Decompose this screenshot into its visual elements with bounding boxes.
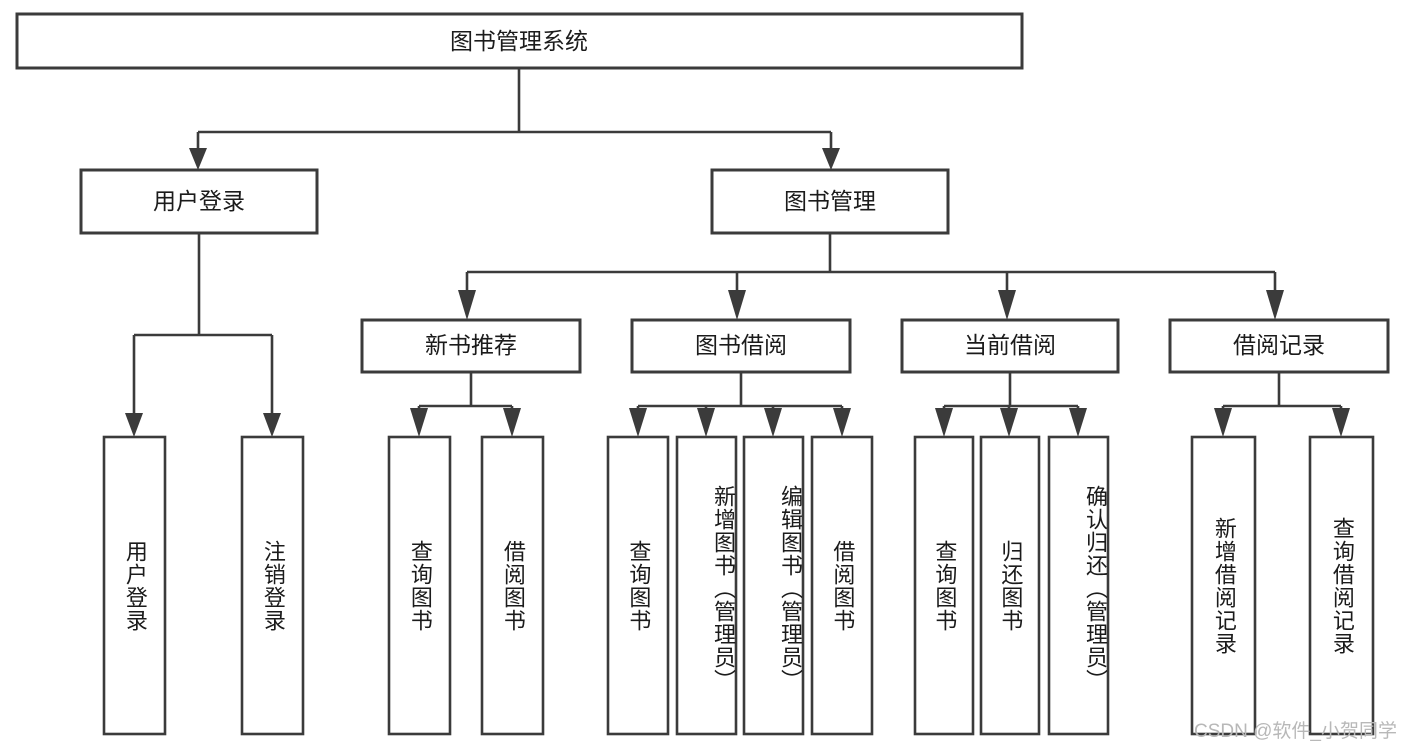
leaf-box-cb-confirm[interactable]	[1047, 435, 1110, 736]
node-new-book-box[interactable]	[360, 318, 582, 374]
arrow-to-leaf-user-login	[125, 413, 143, 437]
arrow-to-borrow-record	[1266, 290, 1284, 320]
leaf-box-bb-edit[interactable]	[742, 435, 805, 736]
arrow-to-leaf-br-add	[1214, 408, 1232, 437]
leaf-box-bb-borrow[interactable]	[810, 435, 874, 736]
node-book-borrow-box[interactable]	[630, 318, 852, 374]
node-current-borrow-box[interactable]	[900, 318, 1120, 374]
arrow-to-new-book	[458, 290, 476, 320]
leaf-box-bb-add[interactable]	[675, 435, 738, 736]
leaf-box-newbook-query[interactable]	[387, 435, 452, 736]
arrow-to-leaf-cb-return	[1000, 408, 1018, 437]
arrow-to-leaf-bb-borrow	[833, 408, 851, 437]
leaf-box-user-login[interactable]	[102, 435, 167, 736]
node-book-borrow-label: 图书借阅	[695, 332, 787, 358]
arrow-to-book-borrow	[728, 290, 746, 320]
leaf-box-bb-query[interactable]	[606, 435, 670, 736]
leaf-box-newbook-borrow[interactable]	[480, 435, 545, 736]
arrow-to-leaf-br-query	[1332, 408, 1350, 437]
node-root-box[interactable]	[15, 12, 1024, 70]
node-current-borrow-label: 当前借阅	[964, 332, 1056, 358]
csdn-watermark: CSDN @软件_小贺同学	[1194, 721, 1397, 742]
arrow-to-leaf-newbook-borrow	[503, 408, 521, 437]
node-user-login-label: 用户登录	[153, 188, 245, 214]
arrow-to-current-borrow	[998, 290, 1016, 320]
arrow-to-leaf-cb-query	[935, 408, 953, 437]
leaf-box-cb-query[interactable]	[913, 435, 975, 736]
arrow-to-leaf-bb-add	[697, 408, 715, 437]
arrow-to-book-manage	[822, 148, 840, 170]
arrow-to-leaf-logout	[263, 413, 281, 437]
arrow-to-leaf-newbook-query	[410, 408, 428, 437]
node-borrow-record-label: 借阅记录	[1233, 332, 1325, 358]
node-book-manage-label: 图书管理	[784, 188, 876, 214]
arrow-to-leaf-bb-query	[629, 408, 647, 437]
leaf-box-br-query[interactable]	[1308, 435, 1375, 736]
leaf-box-br-add[interactable]	[1190, 435, 1257, 736]
node-borrow-record-box[interactable]	[1168, 318, 1390, 374]
leaf-box-cb-return[interactable]	[979, 435, 1041, 736]
arrow-to-user-login	[189, 148, 207, 170]
node-new-book-label: 新书推荐	[425, 332, 517, 358]
node-book-manage-box[interactable]	[710, 168, 950, 235]
arrow-to-leaf-cb-confirm	[1069, 408, 1087, 437]
leaf-box-logout[interactable]	[240, 435, 305, 736]
arrow-to-leaf-bb-edit	[764, 408, 782, 437]
node-root-label: 图书管理系统	[450, 28, 588, 54]
